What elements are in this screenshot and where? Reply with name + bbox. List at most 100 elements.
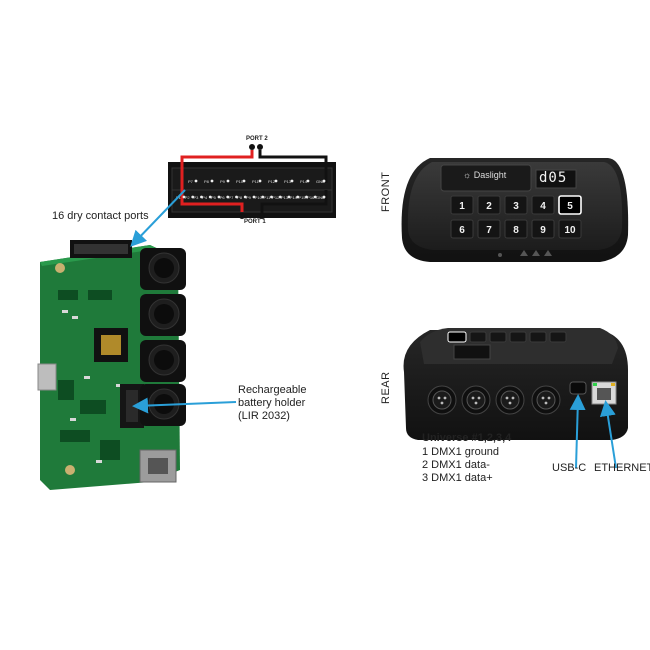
top-pin xyxy=(242,179,246,183)
bottom-pin-label: P16 xyxy=(307,195,315,200)
top-pin xyxy=(290,179,294,183)
top-pin xyxy=(306,179,310,183)
rear-key xyxy=(509,331,527,343)
bottom-pin-label: P11 xyxy=(264,195,272,200)
card-slot xyxy=(37,363,57,391)
key-button-6[interactable] xyxy=(450,219,474,239)
key-label: 4 xyxy=(540,201,546,212)
bottom-pin xyxy=(322,195,326,199)
bottom-pin xyxy=(217,195,221,199)
bottom-pin xyxy=(296,195,300,199)
top-pin xyxy=(194,179,198,183)
rear-key-active xyxy=(447,331,467,343)
arrow-to-battery xyxy=(132,397,237,414)
battery-label-line1: Rechargeable xyxy=(238,384,307,396)
key-button-8[interactable] xyxy=(504,219,528,239)
bottom-pin xyxy=(313,195,317,199)
key-button-9[interactable] xyxy=(531,219,555,239)
bottom-pin-label: P10 xyxy=(255,195,263,200)
bottom-pin xyxy=(200,195,203,199)
bottom-pin-label: P4 xyxy=(202,195,208,200)
bottom-pin-label: P9 xyxy=(246,195,252,200)
port2-label: PORT 2 xyxy=(246,136,268,142)
pcb-board xyxy=(37,240,186,490)
display-value: d05 xyxy=(539,170,568,186)
top-pin-label: P9 xyxy=(220,179,226,184)
top-pin xyxy=(258,179,262,183)
top-pin-label: P13 xyxy=(284,179,292,184)
top-pin-label: GND xyxy=(316,179,325,184)
bottom-pin xyxy=(243,195,247,199)
device-rear xyxy=(403,328,628,440)
logo-panel xyxy=(440,164,532,192)
usb-c-port xyxy=(569,381,587,395)
key-button-4[interactable] xyxy=(531,195,555,215)
battery-label: Rechargeable battery holder (LIR 2032) xyxy=(238,384,307,423)
key-label: 1 xyxy=(459,201,465,212)
brand-text: Daslight xyxy=(473,170,507,180)
top-pin-label: P10 xyxy=(236,179,244,184)
bottom-pin-label: P12 xyxy=(272,195,280,200)
bottom-pin xyxy=(287,195,291,199)
key-button-7[interactable] xyxy=(477,219,501,239)
top-pin xyxy=(274,179,278,183)
seven-segment-display xyxy=(535,169,577,189)
brand-label: ☼ Daslight xyxy=(463,170,506,180)
top-pin-label: P8 xyxy=(204,179,210,184)
universe-pin-list: 1 DMX1 ground 2 DMX1 data- 3 DMX1 data+ xyxy=(422,446,499,485)
bottom-pin xyxy=(261,195,265,199)
key-label: 10 xyxy=(564,225,576,236)
bottom-pin xyxy=(208,195,212,199)
ethernet-label: ETHERNET xyxy=(594,462,650,474)
bottom-pin xyxy=(191,195,195,199)
front-label: FRONT xyxy=(380,171,392,212)
key-label: 9 xyxy=(540,225,546,236)
sun-icon: ☼ xyxy=(463,170,472,180)
bottom-pin-label: P7 xyxy=(229,195,235,200)
top-pin-label: P7 xyxy=(188,179,194,184)
key-button-2[interactable] xyxy=(477,195,501,215)
bottom-pin xyxy=(182,195,186,199)
bottom-pin-label: P2 xyxy=(185,195,191,200)
universe-pin-3: 3 DMX1 data+ xyxy=(422,472,493,484)
battery-label-line2: battery holder xyxy=(238,397,306,409)
universe-pin-1: 1 DMX1 ground xyxy=(422,446,500,458)
key-button-3[interactable] xyxy=(504,195,528,215)
bottom-pin xyxy=(305,195,308,199)
bottom-pin xyxy=(278,195,282,199)
bottom-pin-label: P14 xyxy=(290,195,298,200)
rear-key xyxy=(469,331,487,343)
top-pin xyxy=(210,179,214,183)
bottom-pin-label: P5 xyxy=(211,195,217,200)
universe-title: Universe #1,2,3,4 xyxy=(422,432,512,444)
key-label: 8 xyxy=(513,225,519,236)
bottom-pin-label: P15 xyxy=(299,195,307,200)
top-pin-label: P14 xyxy=(300,179,308,184)
key-label: 5 xyxy=(567,201,573,212)
usbc-label: USB-C xyxy=(552,462,587,474)
key-label: 7 xyxy=(486,225,492,236)
key-button-5[interactable] xyxy=(558,195,582,215)
rear-key xyxy=(489,331,507,343)
bottom-pin xyxy=(226,195,230,199)
top-pin xyxy=(226,179,230,183)
arrow-to-usbc xyxy=(569,394,586,469)
arrow-to-ethernet xyxy=(599,400,617,469)
key-label: 3 xyxy=(513,201,519,212)
rear-display xyxy=(453,344,491,360)
bottom-pin xyxy=(252,195,256,199)
port1-label: PORT 1 xyxy=(244,219,266,225)
key-button-1[interactable] xyxy=(450,195,474,215)
bottom-pin xyxy=(235,195,238,199)
universe-pin-2: 2 DMX1 data- xyxy=(422,459,490,471)
arrow-to-header xyxy=(130,189,186,247)
top-pin-label: P11 xyxy=(252,179,260,184)
top-pin xyxy=(322,179,326,183)
key-label: 6 xyxy=(459,225,465,236)
key-button-10[interactable] xyxy=(558,219,582,239)
rear-key xyxy=(529,331,547,343)
top-pin-label: P12 xyxy=(268,179,276,184)
